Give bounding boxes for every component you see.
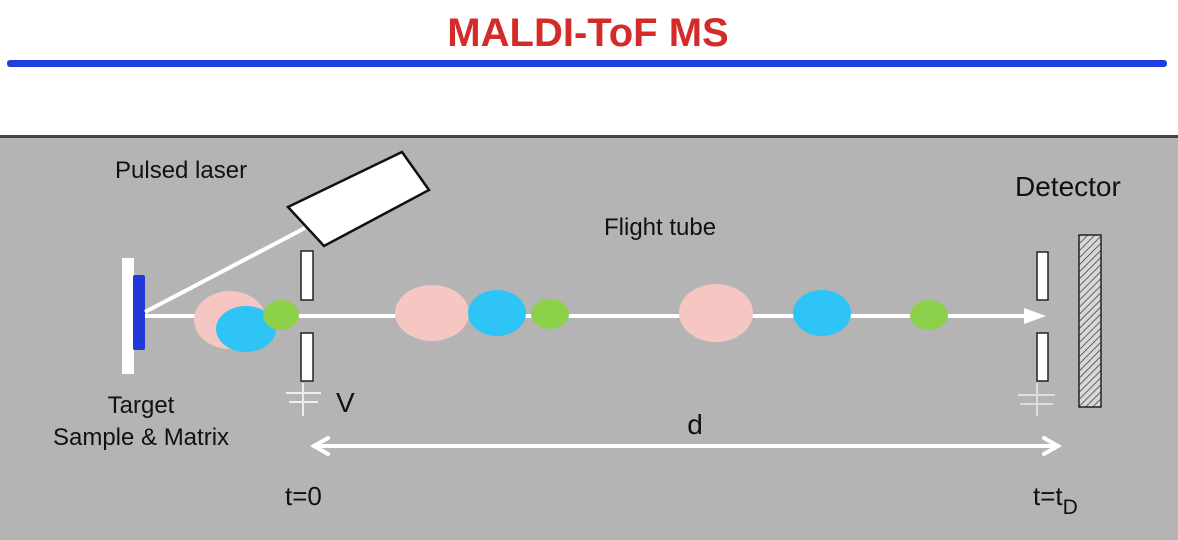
- detector-grid-upper: [1036, 251, 1049, 301]
- detection-time-label: t=tD: [1033, 481, 1078, 519]
- sample-matrix-label: Sample & Matrix: [53, 424, 229, 451]
- ion-medium: [216, 306, 276, 352]
- flight-tube-label: Flight tube: [604, 214, 716, 241]
- ion-large: [395, 285, 469, 341]
- ion-large: [679, 284, 753, 342]
- detector-grid-lower: [1036, 332, 1049, 382]
- pulsed-laser-label: Pulsed laser: [115, 157, 247, 184]
- distance-label: d: [687, 409, 703, 440]
- distance-arrow: [309, 436, 1063, 456]
- header-divider: [0, 135, 1178, 138]
- voltage-label: V: [336, 387, 355, 418]
- ion-small: [263, 300, 299, 330]
- pulsed-laser-box: [285, 150, 431, 248]
- sample-spot: [133, 275, 145, 350]
- voltage-source-icon: [286, 383, 321, 416]
- header-area: [0, 0, 1178, 137]
- acceleration-grid-lower: [300, 332, 314, 382]
- acceleration-grid-upper: [300, 250, 314, 301]
- ion-small: [910, 300, 948, 330]
- ground-symbol-icon: [1018, 383, 1055, 416]
- target-label: Target: [108, 392, 175, 419]
- ion-medium: [793, 290, 851, 336]
- ion-small: [531, 299, 569, 329]
- title-rule: [7, 60, 1167, 67]
- start-time-label: t=0: [285, 481, 322, 511]
- diagram-title: MALDI-ToF MS: [447, 11, 728, 55]
- laser-beam: [144, 226, 306, 314]
- detection-time-prefix: t=t: [1033, 481, 1063, 511]
- detection-time-subscript: D: [1063, 496, 1078, 519]
- detector-plate: [1078, 234, 1102, 408]
- detector-label: Detector: [1015, 171, 1121, 202]
- flight-arrowhead: [1024, 308, 1046, 324]
- diagram-background: [0, 138, 1178, 540]
- target-plate: [122, 258, 134, 374]
- ion-medium: [468, 290, 526, 336]
